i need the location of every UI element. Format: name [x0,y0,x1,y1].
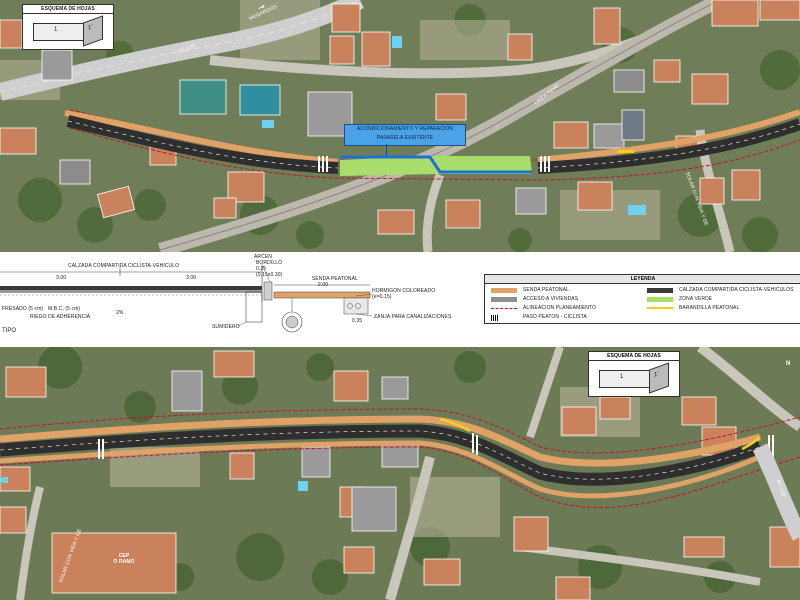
sheet-next-number: 1' [654,371,659,379]
plan-map-top: ESQUEMA DE HOJAS 1 1' AC-133 MUGARDOS ➞ … [0,0,800,252]
section-label-ducts: ZANJA PARA CANALIZACIONES [374,314,452,320]
section-dim-right: 3.00 [186,275,197,281]
legend-swatch [647,307,673,309]
sheet-scheme-title: ESQUEMA DE HOJAS [589,352,679,361]
plan-map-bottom: ESQUEMA DE HOJAS 1 1' N AC-133 SOLAR CON… [0,347,800,600]
legend-item: ZONA VERDE [647,296,797,304]
north-arrow-label: N [786,361,791,367]
sheet-box-next: 1' [649,362,669,394]
legend-swatch [491,308,517,309]
sheet-current-number: 1 [54,27,58,33]
footbridge-callout: ACONDICIONAMIENTO Y REPARACION PASARELA … [344,124,466,146]
section-kerb-spec: (0.15x0.30) [256,272,283,278]
legend-label: ALINEACION PLANEAMIENTO [523,305,597,311]
legend-label: BARANDILLA PEATONAL [679,305,740,311]
section-label-walkway: SENDA PEATONAL [312,276,358,282]
legend-box: LEYENDA SENDA PEATONAL CALZADA COMPARTIDA… [484,274,800,324]
section-dim-walkway: 2.00 [318,282,329,288]
legend-item: PASO PEATON - CICLISTA [491,314,641,322]
section-label-kerb: BORDILLO [256,260,283,266]
section-concrete-spec: (e=0.15) [372,294,392,300]
section-label-drain: SUMIDERO [212,324,240,330]
sheet-box-next: 1' [83,15,103,47]
legend-item: BARANDILLA PEATONAL [647,305,797,313]
section-type-label: TIPO [2,328,17,334]
legend-items: SENDA PEATONAL CALZADA COMPARTIDA CICLIST… [485,284,800,324]
aerial-orthophoto-top [0,0,800,252]
legend-label: ACCESO A VIVIENDAS [523,296,579,302]
school-label-line1: CEP [118,553,130,559]
legend-item: CALZADA COMPARTIDA CICLISTA-VEHICULOS [647,287,797,295]
section-label-milling: FRESADO (5 cm) [2,306,44,312]
sheet-box-current: 1 [599,370,651,388]
legend-label: PASO PEATON - CICLISTA [523,314,587,320]
legend-swatch [491,288,517,293]
legend-label: SENDA PEATONAL [523,287,569,293]
cross-section-and-legend: CALZADA COMPARTIDA CICLISTA-VEHICULO 3.0… [0,252,800,347]
typical-cross-section-drawing [0,263,373,333]
section-label-gutter: ARCEN [254,254,273,260]
school-label: CEP O RAMO [106,553,142,565]
section-dim-gutter: 0.25 [256,266,267,272]
sheet-current-number: 1 [620,374,624,380]
section-label-shared-lane: CALZADA COMPARTIDA CICLISTA-VEHICULO [68,263,180,269]
school-label-line2: O RAMO [113,559,135,565]
legend-item: ACCESO A VIVIENDAS [491,296,641,304]
legend-item: ALINEACION PLANEAMIENTO [491,305,641,313]
section-label-coloured-concrete: HORMIGON COLOREADO [372,288,436,294]
footbridge-callout-line1: ACONDICIONAMIENTO Y REPARACION [356,126,454,132]
legend-swatch [647,288,673,293]
legend-label: CALZADA COMPARTIDA CICLISTA-VEHICULOS [679,287,794,293]
legend-label: ZONA VERDE [679,296,713,302]
sheet-next-number: 1' [88,24,93,32]
north-arrow-icon: N [784,361,798,381]
legend-swatch [491,297,517,302]
legend-title: LEYENDA [485,275,800,284]
section-slope: 2% [116,310,124,316]
aerial-orthophoto-bottom [0,347,800,600]
sheet-scheme-top: ESQUEMA DE HOJAS 1 1' [22,4,114,50]
sheet-box-current: 1 [33,23,85,41]
legend-swatch [647,297,673,302]
legend-swatch [491,315,499,321]
section-dim-ducts: 0.35 [352,318,363,324]
section-label-mbc: M.B.C. (5 cm) [48,306,81,312]
footbridge-leader-line [386,144,387,156]
legend-item: SENDA PEATONAL [491,287,641,295]
section-dim-left: 3.00 [56,275,67,281]
sheet-scheme-title: ESQUEMA DE HOJAS [23,5,113,14]
footbridge-callout-line2: PASARELA EXISTENTE [376,135,434,141]
sheet-scheme-bottom: ESQUEMA DE HOJAS 1 1' [588,351,680,397]
section-label-tack-coat: RIEGO DE ADHERENCIA [30,314,91,320]
